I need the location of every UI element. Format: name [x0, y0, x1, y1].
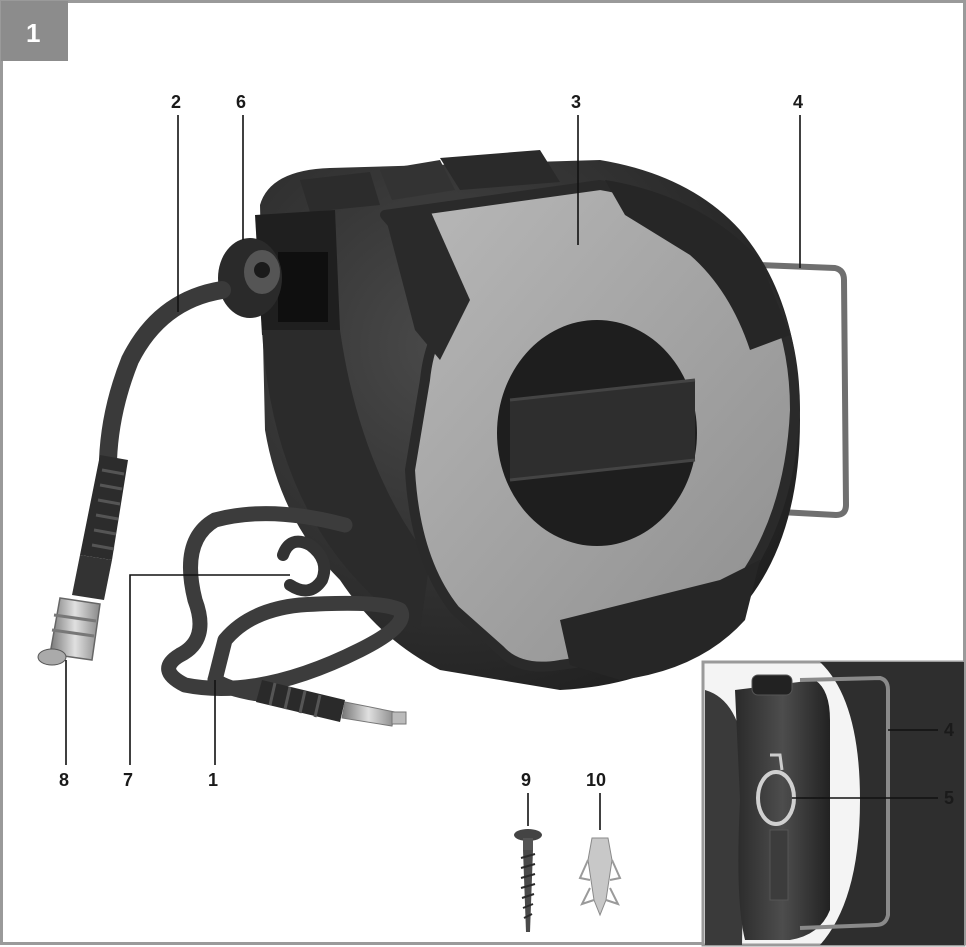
- callout-7: 7: [123, 770, 133, 790]
- screw: [514, 829, 542, 932]
- hose-upper: [99, 281, 231, 469]
- bumper-left: [385, 210, 470, 360]
- bumper-top-right: [605, 180, 790, 350]
- callout-4: 4: [793, 92, 803, 112]
- callout-8: 8: [59, 770, 69, 790]
- quick-plug: [256, 680, 407, 727]
- inset-bracket: [799, 675, 890, 930]
- callout-3: 3: [571, 92, 581, 112]
- callout-5: 5: [944, 788, 954, 808]
- locking-pin: [770, 753, 784, 771]
- inset-detail: [701, 660, 966, 947]
- leader-7: [129, 574, 290, 765]
- center-drum: [497, 320, 697, 546]
- wall-bracket: [759, 262, 849, 518]
- callout-6: 6: [236, 92, 246, 112]
- callout-2: 2: [171, 92, 181, 112]
- bumper-bottom: [560, 560, 760, 680]
- callout-1: 1: [208, 770, 218, 790]
- figure-number-badge: 1: [1, 1, 68, 61]
- hose-holder-hook: [277, 535, 331, 597]
- callout-10: 10: [586, 770, 606, 790]
- hose-loop: [161, 506, 409, 696]
- hose-end-coupling: [37, 455, 128, 666]
- callout-9: 9: [521, 770, 531, 790]
- wall-plug: [578, 837, 622, 917]
- hose-guide: [218, 238, 282, 318]
- callout-4-inset: 4: [944, 720, 954, 740]
- figure-number: 1: [26, 18, 40, 48]
- leader-lines: [65, 115, 938, 830]
